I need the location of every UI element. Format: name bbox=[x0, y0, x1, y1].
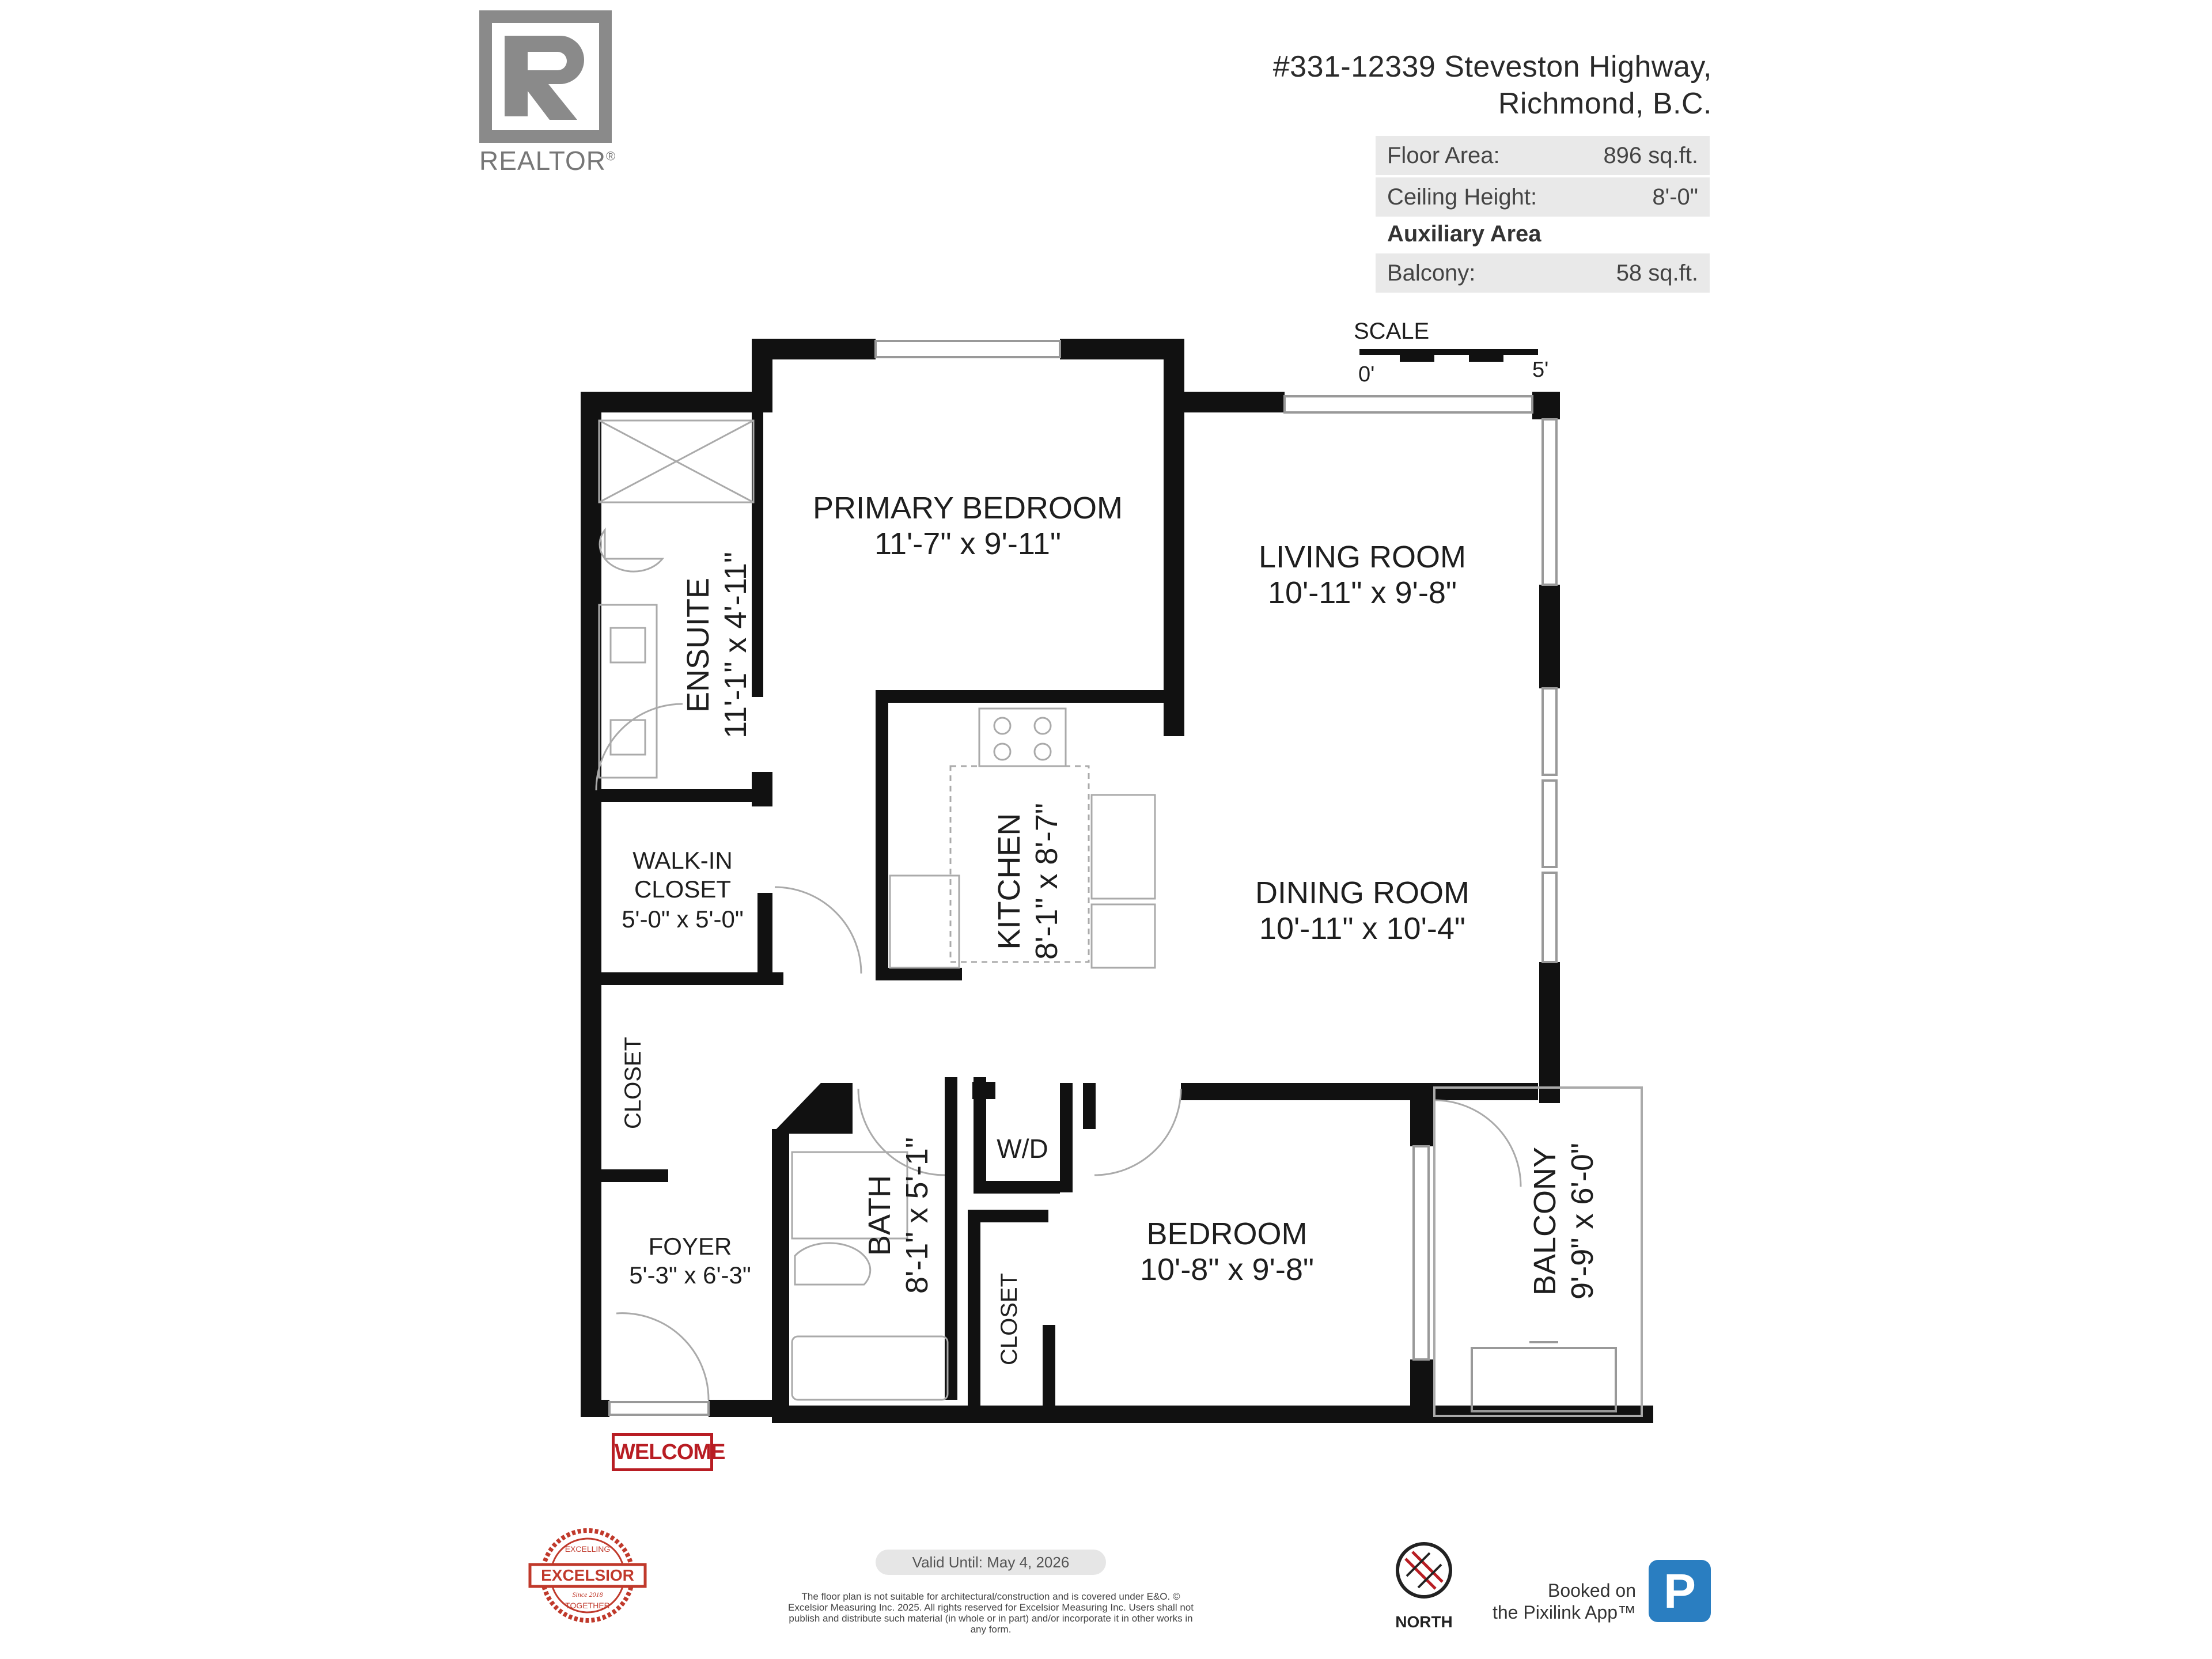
scale-segment-2 bbox=[1469, 349, 1503, 362]
north-label: NORTH bbox=[1395, 1613, 1453, 1631]
address-line-2: Richmond, B.C. bbox=[1498, 87, 1712, 120]
walk-in-closet-name-1: WALK-IN bbox=[632, 847, 732, 874]
primary-bedroom-name: PRIMARY BEDROOM bbox=[813, 491, 1123, 525]
balcony-dims: 9'-9" x 6'-0" bbox=[1565, 1143, 1600, 1300]
bedroom-door bbox=[1094, 1088, 1182, 1176]
excelsior-badge: EXCELSIOR EXCELLING Since 2018 TOGETHER bbox=[524, 1527, 651, 1624]
balcony-area-label: Balcony: bbox=[1387, 260, 1476, 286]
address-line-1: #331-12339 Steveston Highway, bbox=[1272, 50, 1712, 84]
room-labels: PRIMARY BEDROOM 11'-7" x 9'-11" LIVING R… bbox=[620, 491, 1600, 1365]
ensuite-door bbox=[595, 703, 683, 791]
badge-since-text: Since 2018 bbox=[573, 1590, 603, 1599]
compass-icon bbox=[1396, 1542, 1452, 1599]
bathtub-icon bbox=[791, 1335, 949, 1401]
foyer-name: FOYER bbox=[649, 1233, 732, 1260]
pixilink-p-letter: P bbox=[1663, 1564, 1696, 1618]
ensuite-vanity-icon bbox=[598, 604, 658, 779]
badge-main-text: EXCELSIOR bbox=[541, 1566, 634, 1584]
scale-line bbox=[1359, 349, 1538, 355]
bath-toilet-icon bbox=[794, 1242, 872, 1286]
fridge-icon bbox=[889, 874, 960, 969]
balcony-door bbox=[1434, 1099, 1522, 1187]
fixtures bbox=[598, 419, 1156, 1401]
badge-top-text: EXCELLING bbox=[565, 1544, 611, 1554]
booked-line-1: Booked on bbox=[1547, 1580, 1636, 1601]
floor-area-value: 896 sq.ft. bbox=[1603, 142, 1698, 168]
foyer-dims: 5'-3" x 6'-3" bbox=[629, 1262, 751, 1289]
walls bbox=[581, 339, 1653, 1423]
hall-closet-name: CLOSET bbox=[620, 1037, 646, 1129]
ceiling-height-label: Ceiling Height: bbox=[1387, 184, 1537, 210]
ensuite-name: ENSUITE bbox=[681, 578, 715, 713]
booked-on-text: Booked on the Pixilink App™ bbox=[1463, 1580, 1636, 1623]
welcome-mat: WELCOME bbox=[612, 1433, 725, 1471]
realtor-r-icon bbox=[479, 10, 612, 143]
kitchen-island-icon bbox=[949, 765, 1090, 963]
ceiling-height-row: Ceiling Height: 8'-0" bbox=[1376, 177, 1710, 217]
living-room-dims: 10'-11" x 9'-8" bbox=[1268, 575, 1457, 610]
bath-dims: 8'-1" x 5'-1" bbox=[900, 1137, 934, 1294]
bedroom-name: BEDROOM bbox=[1146, 1217, 1307, 1251]
doors bbox=[595, 703, 1522, 1400]
kitchen-dims: 8'-1" x 8'-7" bbox=[1029, 803, 1064, 960]
walk-in-door bbox=[774, 886, 862, 974]
bath-vanity-icon bbox=[791, 1151, 908, 1240]
bath-door bbox=[857, 1088, 945, 1176]
shower-icon bbox=[598, 419, 755, 503]
pixilink-app-icon[interactable]: P bbox=[1649, 1560, 1711, 1622]
north-compass bbox=[1395, 1541, 1453, 1599]
ceiling-height-value: 8'-0" bbox=[1652, 184, 1698, 210]
dining-room-name: DINING ROOM bbox=[1255, 876, 1469, 910]
scale-bar: SCALE 0' 5' bbox=[1354, 319, 1548, 387]
balcony-chair-icon bbox=[1471, 1347, 1617, 1412]
scale-segment-1 bbox=[1400, 349, 1434, 362]
auxiliary-area-heading: Auxiliary Area bbox=[1387, 221, 1541, 247]
walk-in-closet-dims: 5'-0" x 5'-0" bbox=[622, 906, 744, 933]
washer-dryer-label: W/D bbox=[997, 1134, 1048, 1164]
scale-title: SCALE bbox=[1354, 319, 1429, 344]
bath-name: BATH bbox=[862, 1175, 897, 1256]
ensuite-toilet-icon bbox=[599, 527, 665, 573]
balcony-area-value: 58 sq.ft. bbox=[1616, 260, 1698, 286]
living-room-name: LIVING ROOM bbox=[1259, 540, 1466, 574]
balcony-area bbox=[1433, 1086, 1643, 1417]
scale-start: 0' bbox=[1358, 362, 1374, 387]
windows bbox=[608, 340, 1558, 1416]
stove-icon bbox=[978, 707, 1067, 767]
valid-until: Valid Until: May 4, 2026 bbox=[876, 1550, 1106, 1575]
primary-bedroom-dims: 11'-7" x 9'-11" bbox=[874, 527, 1061, 561]
bedroom-closet-name: CLOSET bbox=[997, 1273, 1022, 1365]
kitchen-name: KITCHEN bbox=[992, 813, 1027, 949]
kitchen-sink-icon bbox=[1090, 794, 1156, 900]
floor-area-row: Floor Area: 896 sq.ft. bbox=[1376, 136, 1710, 175]
dishwasher-icon bbox=[1090, 903, 1156, 969]
realtor-wordmark: REALTOR® bbox=[479, 145, 616, 176]
bedroom-dims: 10'-8" x 9'-8" bbox=[1140, 1252, 1314, 1287]
disclaimer: The floor plan is not suitable for archi… bbox=[788, 1591, 1194, 1635]
realtor-logo bbox=[479, 10, 612, 143]
registered-mark: ® bbox=[606, 149, 616, 164]
balcony-area-row: Balcony: 58 sq.ft. bbox=[1376, 253, 1710, 293]
balcony-name: BALCONY bbox=[1528, 1147, 1562, 1296]
scale-end: 5' bbox=[1532, 358, 1548, 382]
booked-line-2: the Pixilink App™ bbox=[1492, 1602, 1636, 1623]
realtor-text: REALTOR bbox=[479, 146, 607, 176]
ensuite-dims: 11'-1" x 4'-11" bbox=[718, 552, 753, 738]
dining-room-dims: 10'-11" x 10'-4" bbox=[1259, 911, 1465, 946]
floor-area-label: Floor Area: bbox=[1387, 142, 1500, 168]
badge-bottom-text: TOGETHER bbox=[565, 1601, 610, 1610]
entry-door bbox=[616, 1312, 710, 1400]
excelsior-seal-icon: EXCELSIOR EXCELLING Since 2018 TOGETHER bbox=[528, 1528, 647, 1623]
walk-in-closet-name-2: CLOSET bbox=[634, 876, 731, 903]
